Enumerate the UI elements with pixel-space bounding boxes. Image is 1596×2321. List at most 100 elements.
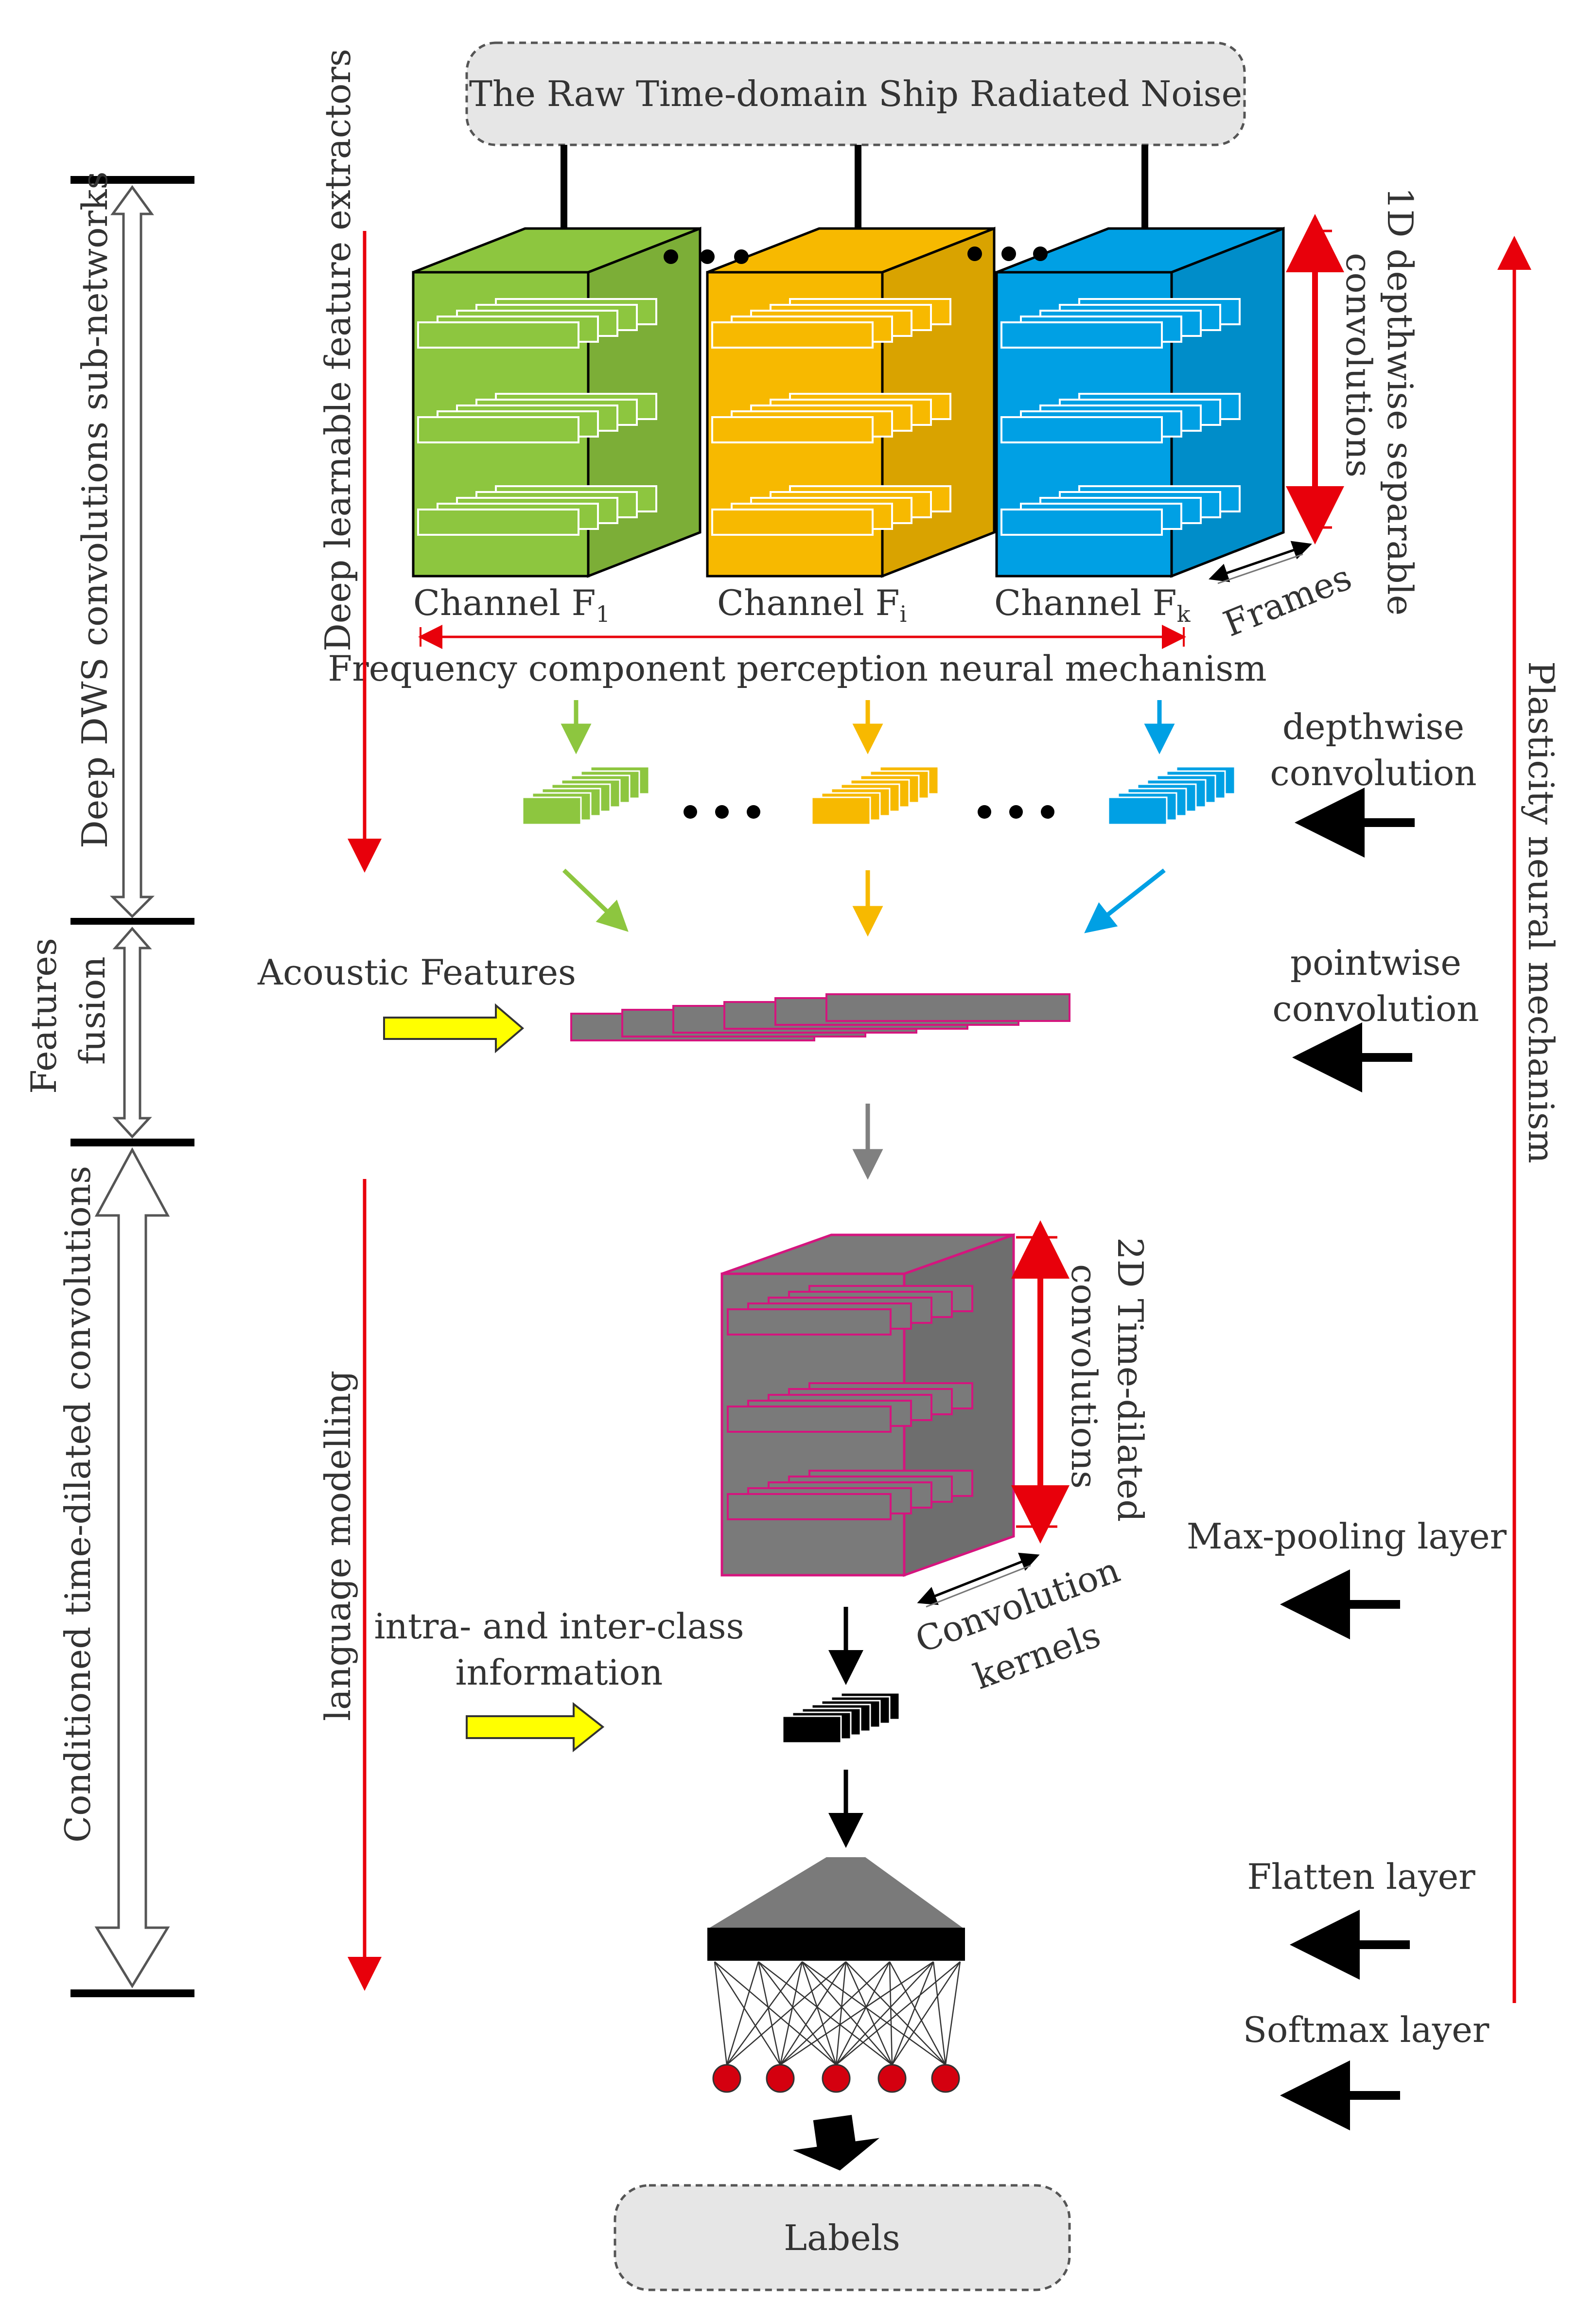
tdc-height-arrow: 2D Time-dilated convolutions <box>1011 1220 1151 1544</box>
dws-label-line2: convolutions <box>1338 253 1379 477</box>
input-box-label: The Raw Time-domain Ship Radiated Noise <box>469 73 1242 114</box>
softmax-connection <box>835 1961 891 2065</box>
softmax-connection <box>889 1961 947 2065</box>
time-dilated-cube <box>720 1233 1015 1577</box>
channel-cube-1 <box>412 227 702 578</box>
softmax-connection <box>758 1961 837 2065</box>
channel-label-k: Channel Fk <box>994 582 1191 627</box>
softmax-connection <box>779 1961 847 2065</box>
frequency-label: Frequency component perception neural me… <box>328 648 1266 689</box>
channel-cubes <box>412 227 1285 578</box>
softmax-connection <box>932 1961 947 2065</box>
softmax-connection <box>780 1961 890 2065</box>
softmax-connection <box>726 1961 759 2065</box>
left-bracket-column: Deep DWS convolutions sub-networks Featu… <box>23 172 194 1997</box>
pooled-feature-stack <box>782 1692 900 1744</box>
softmax-connection <box>714 1961 781 2065</box>
bracket-label-top: Deep DWS convolutions sub-networks <box>74 172 115 848</box>
acoustic-features: Acoustic Features <box>257 952 576 1054</box>
channel-cube-2 <box>706 227 996 578</box>
bracket-label-bottom: Conditioned time-dilated convolutions <box>57 1166 98 1843</box>
filter-outline <box>417 416 579 443</box>
softmax-node <box>712 2064 741 2093</box>
language-label: language modelling <box>317 1371 358 1721</box>
softmax-connection <box>845 1961 946 2065</box>
channel-label-1: Channel F1 <box>413 582 610 627</box>
pointwise-label-2: convolution <box>1272 988 1479 1029</box>
maxpool-label: Max-pooling layer <box>1187 1516 1507 1557</box>
cube-ellipsis <box>664 246 1048 264</box>
bracket-arrow-bottom <box>94 1147 170 1988</box>
bracket-label-middle-1: Features <box>23 938 64 1094</box>
depthwise-stacks <box>522 766 1236 826</box>
filter-outline <box>417 509 579 536</box>
fusion-feature-bar <box>570 993 1070 1041</box>
frames-arrow: Frames <box>1209 541 1357 645</box>
softmax-connection <box>891 1961 934 2065</box>
pointwise-label-1: pointwise <box>1290 942 1461 983</box>
tdc-filter-outline <box>727 1493 892 1520</box>
softmax-connection <box>714 1961 728 2065</box>
filter-outline <box>1000 321 1163 349</box>
softmax-connection <box>714 1961 837 2065</box>
depthwise-plate <box>811 796 871 826</box>
softmax-node <box>766 2064 795 2093</box>
softmax-connection <box>801 1961 837 2065</box>
channel-label-i: Channel Fi <box>717 582 907 627</box>
extractor-label: Deep learnable feature extractors <box>317 49 358 651</box>
acoustic-label: Acoustic Features <box>257 952 576 993</box>
frequency-arrow: Frequency component perception neural me… <box>328 625 1267 689</box>
output-box: Labels <box>614 2184 1071 2291</box>
filter-outline <box>1000 509 1163 536</box>
depthwise-label-2: convolution <box>1270 753 1476 793</box>
softmax-connection <box>889 1961 893 2065</box>
intra-inter-class: intra- and inter-class information <box>374 1606 744 1753</box>
softmax-node <box>822 2064 851 2093</box>
intra-label-line1: intra- and inter-class <box>374 1606 744 1647</box>
depthwise-plate <box>1107 796 1168 826</box>
softmax-connection <box>780 1961 934 2066</box>
tdc-filter-outline <box>727 1308 892 1336</box>
tdc-label-line2: convolutions <box>1064 1264 1105 1489</box>
input-box: The Raw Time-domain Ship Radiated Noise <box>465 41 1246 146</box>
softmax-connection <box>726 1961 803 2065</box>
intra-label-line2: information <box>456 1652 663 1693</box>
plasticity-label: Plasticity neural mechanism <box>1521 661 1561 1163</box>
bracket-label-middle-2: fusion <box>72 956 113 1065</box>
depthwise-stack-3 <box>1107 766 1236 826</box>
extractor-arrow: Deep learnable feature extractors <box>317 49 382 873</box>
input-connectors <box>561 145 1148 229</box>
softmax-connection <box>945 1961 961 2065</box>
depthwise-label-1: depthwise <box>1282 706 1464 747</box>
channel-cube-3 <box>995 227 1285 578</box>
filter-outline <box>1000 416 1163 443</box>
dws-height-arrow: 1D depthwise separable convolutions <box>1286 187 1421 615</box>
softmax-connection <box>779 1961 803 2065</box>
flatten-label: Flatten layer <box>1247 1856 1475 1897</box>
depthwise-plate <box>522 796 582 826</box>
softmax-connection <box>757 1961 781 2065</box>
softmax-nodes <box>712 1961 961 2093</box>
softmax-connection <box>726 1961 846 2065</box>
language-arrow: language modelling <box>317 1179 382 1991</box>
softmax-label: Softmax layer <box>1243 2009 1490 2050</box>
output-arrow <box>792 2114 880 2171</box>
depthwise-ellipsis <box>684 805 1054 819</box>
plasticity-arrow: Plasticity neural mechanism <box>1497 236 1561 2003</box>
softmax-connection <box>802 1961 893 2065</box>
softmax-connection <box>836 1961 934 2065</box>
tdc-filter-outline <box>727 1406 892 1433</box>
filter-outline <box>711 509 874 536</box>
fusion-plate <box>825 993 1070 1022</box>
softmax-connection <box>758 1961 893 2065</box>
softmax-connection <box>835 1961 847 2065</box>
filter-outline <box>711 321 874 349</box>
flatten-block <box>707 1857 965 1961</box>
acoustic-arrow <box>383 1003 525 1054</box>
softmax-node <box>877 2064 907 2093</box>
softmax-connection <box>836 1961 961 2065</box>
filter-outline <box>711 416 874 443</box>
tdc-label-line1: 2D Time-dilated <box>1110 1237 1151 1522</box>
dws-label-line1: 1D depthwise separable <box>1380 187 1421 615</box>
kernels-arrow: Convolution kernels <box>910 1549 1125 1697</box>
